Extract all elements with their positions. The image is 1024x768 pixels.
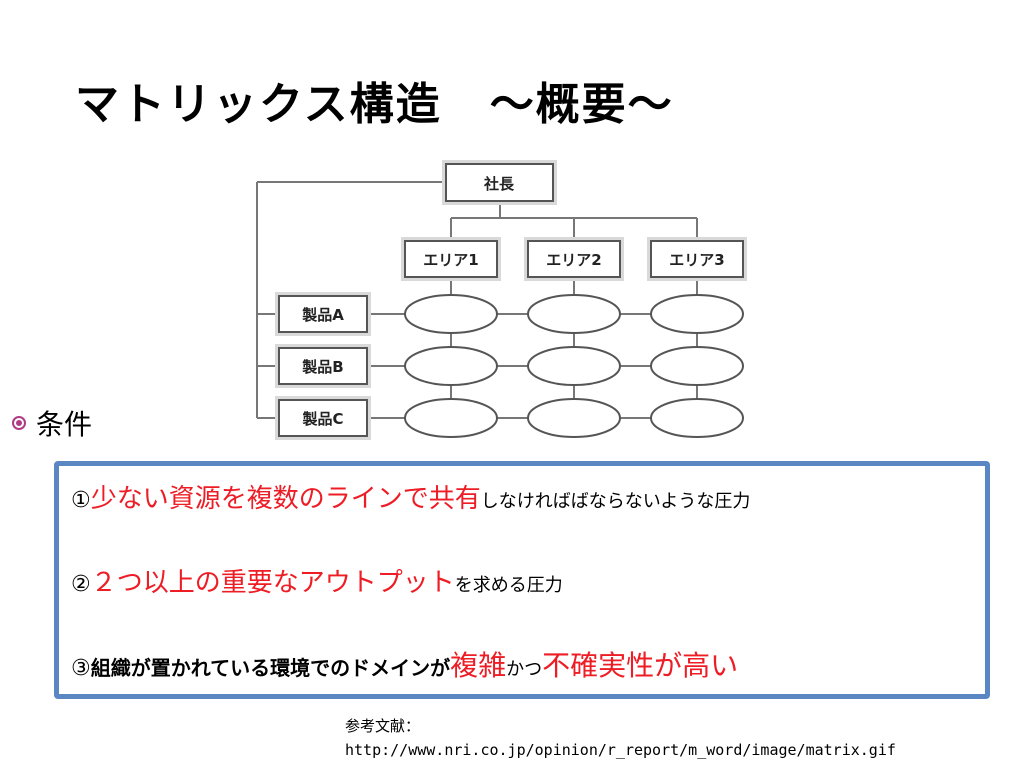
conditions-box: ①少ない資源を複数のラインで共有しなければばならないような圧力 ②２つ以上の重要… <box>54 461 990 699</box>
bullet-label: 条件 <box>36 408 93 441</box>
area-box-3: エリア3 <box>647 237 747 281</box>
area-box-1: エリア1 <box>401 237 501 281</box>
product-box-b: 製品B <box>275 344 371 388</box>
condition-1-highlight: 少ない資源を複数のラインで共有 <box>90 484 481 514</box>
title-sub: ～概要～ <box>489 79 674 130</box>
condition-2: ②２つ以上の重要なアウトプットを求める圧力 <box>71 562 563 599</box>
condition-3-highlight-2: 不確実性が高い <box>542 649 739 682</box>
cell-b1 <box>404 346 498 386</box>
condition-1-num: ① <box>71 488 91 513</box>
cell-c3 <box>650 398 744 438</box>
condition-3-lead: 組織が置かれている環境でのドメインが <box>90 656 451 680</box>
title-main: マトリックス構造 <box>75 79 442 130</box>
reference-label: 参考文献： <box>345 717 421 735</box>
product-label-b: 製品B <box>301 358 343 376</box>
condition-2-highlight: ２つ以上の重要なアウトプット <box>90 568 455 598</box>
area-box-2: エリア2 <box>524 237 624 281</box>
bullet-circle-icon <box>12 416 26 430</box>
condition-3-mid: かつ <box>506 659 543 680</box>
matrix-cells <box>404 294 744 438</box>
cell-a2 <box>527 294 621 334</box>
condition-1: ①少ない資源を複数のラインで共有しなければばならないような圧力 <box>71 478 750 515</box>
condition-3: ③組織が置かれている環境でのドメインが複雑かつ不確実性が高い <box>71 644 738 684</box>
area-label-3: エリア3 <box>669 251 724 269</box>
slide-title: マトリックス構造 ～概要～ <box>75 68 674 132</box>
reference: 参考文献： http://www.nri.co.jp/opinion/r_rep… <box>345 714 896 762</box>
condition-2-rest: を求める圧力 <box>454 575 563 596</box>
cell-c1 <box>404 398 498 438</box>
ceo-label: 社長 <box>483 175 515 193</box>
area-label-2: エリア2 <box>546 251 601 269</box>
cell-a1 <box>404 294 498 334</box>
area-label-1: エリア1 <box>423 251 478 269</box>
condition-3-highlight-1: 複雑 <box>450 649 507 682</box>
bullet-item: 条件 <box>12 403 92 443</box>
cell-b2 <box>527 346 621 386</box>
matrix-org-diagram: 社長 エリア1 エリア2 エリア3 製品A 製品B 製品C <box>256 160 747 440</box>
product-box-a: 製品A <box>275 292 371 336</box>
ceo-box: 社長 <box>442 160 557 205</box>
cell-c2 <box>527 398 621 438</box>
condition-1-rest: しなければばならないような圧力 <box>480 491 751 512</box>
condition-3-num: ③ <box>71 656 91 681</box>
cell-b3 <box>650 346 744 386</box>
product-box-c: 製品C <box>275 396 371 440</box>
cell-a3 <box>650 294 744 334</box>
product-label-a: 製品A <box>301 306 344 324</box>
product-label-c: 製品C <box>301 410 343 428</box>
condition-2-num: ② <box>71 572 91 597</box>
reference-url: http://www.nri.co.jp/opinion/r_report/m_… <box>345 741 896 759</box>
